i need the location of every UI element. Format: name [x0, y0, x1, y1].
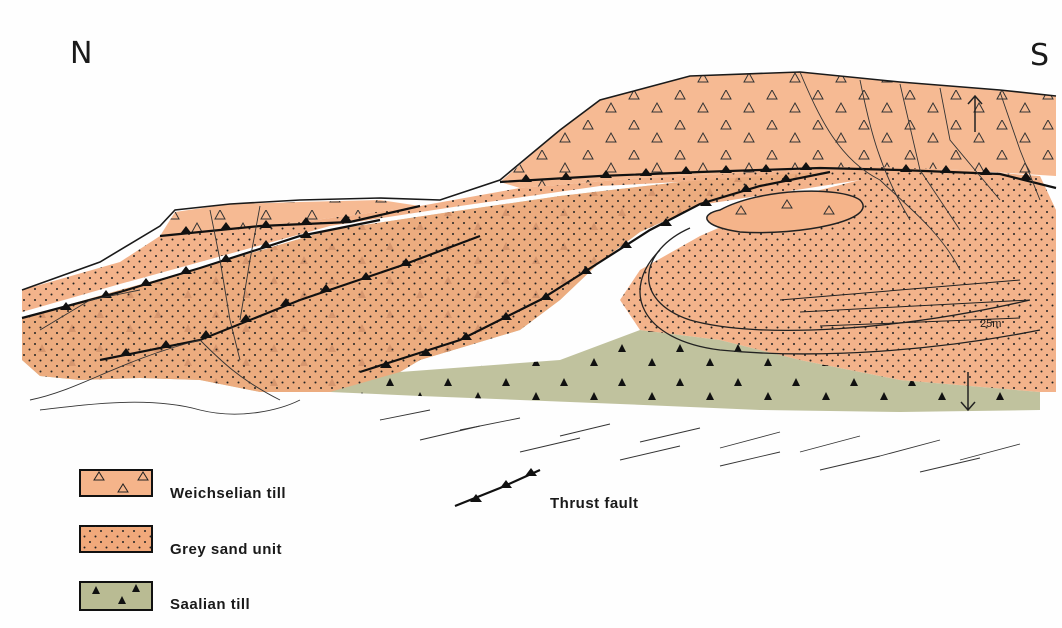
legend-saalian-label: Saalian till	[170, 596, 250, 613]
legend-saalian-swatch	[80, 582, 152, 610]
legend-thrust-fault-symbol	[455, 468, 540, 506]
legend-weichselian-swatch	[80, 470, 152, 496]
legend-grey-sand-label: Grey sand unit	[170, 541, 282, 558]
legend-thrust-fault-label: Thrust fault	[550, 495, 639, 512]
legend-weichselian-label: Weichselian till	[170, 485, 286, 502]
